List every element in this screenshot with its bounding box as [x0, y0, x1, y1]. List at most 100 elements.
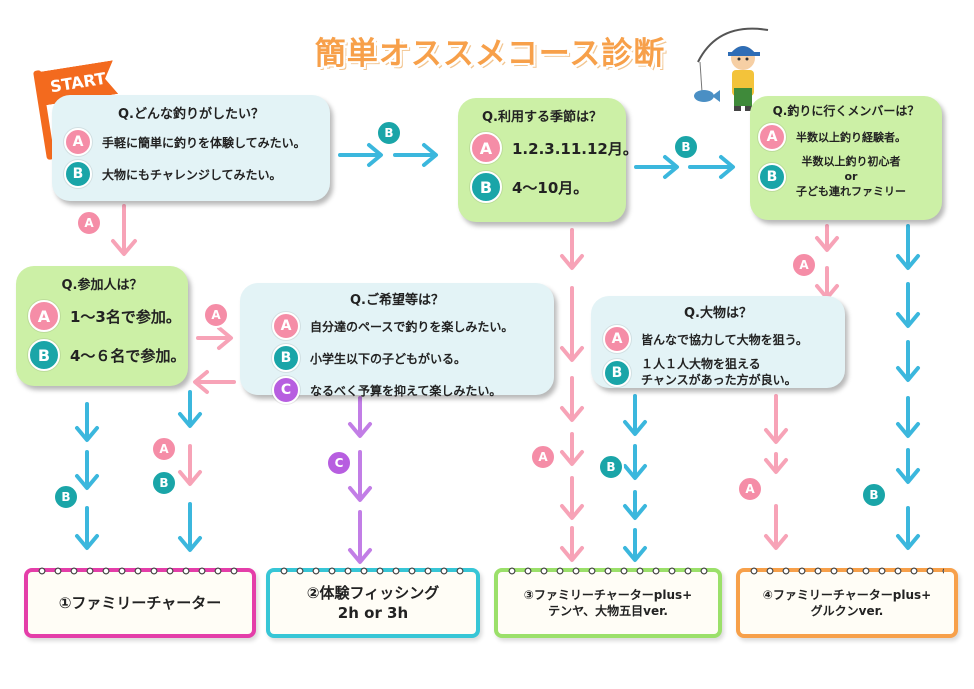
result-card-charter-plus-gurukun: ④ファミリーチャーターplus+ グルクンver.	[736, 564, 958, 638]
option-b-text: １人１人大物を狙える チャンスがあった方が良い。	[641, 357, 797, 388]
option-b-line: or	[844, 169, 858, 183]
path-badge-c: C	[326, 450, 352, 476]
question-title: Q.釣りに行くメンバーは？	[772, 104, 920, 118]
notebook-rings	[750, 564, 944, 578]
notebook-rings	[280, 564, 466, 578]
arrow-q5c-to-r2	[348, 396, 372, 564]
result-line: 2h or 3h	[337, 604, 409, 622]
option-b-line: 子ども連れファミリー	[796, 184, 906, 198]
option-a-badge: A	[603, 325, 631, 353]
option-a-text: 自分達のペースで釣りを楽しみたい。	[310, 319, 514, 334]
arrow-q5b-to-r1	[178, 390, 202, 552]
option-a-text: 皆んなで協力して大物を狙う。	[641, 332, 808, 347]
result-card-family-charter: ①ファミリーチャーター	[24, 564, 256, 638]
path-badge-b: B	[376, 120, 402, 146]
option-a: A 1～3名で参加。	[28, 300, 181, 332]
result-card-fishing-experience: ②体験フィッシング 2h or 3h	[266, 564, 480, 638]
arrow-q3-to-r4	[896, 224, 920, 550]
result-line: グルクンver.	[810, 604, 884, 618]
path-badge-b: B	[598, 454, 624, 480]
notebook-rings	[38, 564, 242, 578]
option-b-text: 半数以上釣り初心者 or 子ども連れファミリー	[796, 155, 906, 200]
option-b-badge: B	[64, 160, 92, 188]
page-title: 簡単オススメコース診断	[314, 36, 666, 72]
option-b-badge: B	[28, 339, 60, 371]
option-b-line: 半数以上釣り初心者	[801, 155, 901, 168]
option-a: A 半数以上釣り経験者。	[758, 123, 934, 151]
notebook-rings	[508, 564, 708, 578]
option-b: B 大物にもチャレンジしてみたい。	[64, 160, 318, 188]
path-badge-a: A	[737, 476, 763, 502]
arrow-q3-to-q6	[815, 224, 839, 300]
path-badge-b: B	[151, 470, 177, 496]
option-b-text: 大物にもチャレンジしてみたい。	[102, 167, 282, 182]
option-b-text: 4～10月。	[512, 178, 589, 197]
arrow-q4-to-q5	[196, 326, 233, 350]
option-a-text: 半数以上釣り経験者。	[796, 131, 906, 144]
option-b: B １人１人大物を狙える チャンスがあった方が良い。	[603, 357, 833, 388]
option-b-line: １人１人大物を狙える	[641, 357, 761, 371]
result-line: ④ファミリーチャーターplus+	[762, 587, 932, 602]
option-a-badge: A	[758, 123, 786, 151]
arrow-q1-to-q2	[338, 143, 438, 167]
result-card-charter-plus-tenya: ③ファミリーチャーターplus+ テンヤ、大物五目ver.	[494, 564, 722, 638]
arrow-q6-to-r4	[764, 394, 788, 550]
option-a-text: 1.2.3.11.12月。	[512, 139, 638, 158]
option-b-badge: B	[272, 344, 300, 372]
option-b-text: 4～６名で参加。	[70, 346, 186, 365]
arrow-q2-to-q3	[634, 155, 735, 179]
question-box-members: Q.釣りに行くメンバーは？ A 半数以上釣り経験者。 B 半数以上釣り初心者 o…	[750, 96, 942, 220]
arrow-q6-to-r3	[623, 394, 647, 562]
path-badge-b: B	[673, 134, 699, 160]
path-badge-a: A	[151, 436, 177, 462]
question-box-activity: Q.どんな釣りがしたい？ A 手軽に簡単に釣りを体験してみたい。 B 大物にもチ…	[52, 95, 330, 201]
option-b-badge: B	[758, 163, 786, 192]
arrow-q4-to-r1	[75, 402, 99, 550]
option-b-badge: B	[470, 171, 502, 203]
question-title: Q.どんな釣りがしたい？	[118, 107, 264, 122]
option-b: B 4～10月。	[470, 171, 614, 203]
option-c: C なるべく予算を抑えて楽しみたい。	[254, 376, 540, 404]
question-box-big-fish: Q.大物は？ A 皆んなで協力して大物を狙う。 B １人１人大物を狙える チャン…	[591, 296, 845, 388]
path-badge-a: A	[791, 252, 817, 278]
option-a-badge: A	[272, 312, 300, 340]
result-line: ①ファミリーチャーター	[58, 593, 222, 612]
option-a: A 皆んなで協力して大物を狙う。	[603, 325, 833, 353]
option-a-badge: A	[64, 128, 92, 156]
question-title: Q.大物は？	[684, 306, 752, 321]
question-title: Q.利用する季節は？	[482, 110, 602, 125]
option-a-badge: A	[470, 132, 502, 164]
path-badge-b: B	[861, 482, 887, 508]
fisherman-illustration	[694, 27, 769, 111]
question-title: Q.参加人は？	[61, 278, 143, 293]
arrow-q1-to-q4	[111, 204, 137, 256]
path-badge-a: A	[203, 302, 229, 328]
result-line: テンヤ、大物五目ver.	[548, 604, 668, 618]
option-b: B 小学生以下の子どもがいる。	[254, 344, 540, 372]
option-c-text: なるべく予算を抑えて楽しみたい。	[310, 383, 502, 398]
option-b-badge: B	[603, 358, 631, 387]
option-a: A 1.2.3.11.12月。	[470, 132, 638, 164]
option-a: A 自分達のペースで釣りを楽しみたい。	[254, 312, 540, 340]
question-box-preferences: Q.ご希望等は？ A 自分達のペースで釣りを楽しみたい。 B 小学生以下の子ども…	[240, 283, 554, 404]
path-badge-b: B	[53, 484, 79, 510]
option-a-badge: A	[28, 300, 60, 332]
option-b: B 4～６名で参加。	[28, 339, 185, 371]
result-line: ②体験フィッシング	[306, 583, 440, 602]
option-c-badge: C	[272, 376, 300, 404]
path-badge-a: A	[76, 210, 102, 236]
arrow-q5a-to-r1	[178, 444, 202, 486]
option-b-text: 小学生以下の子どもがいる。	[310, 351, 467, 366]
option-a-text: 手軽に簡単に釣りを体験してみたい。	[102, 135, 306, 150]
path-badge-a: A	[530, 444, 556, 470]
question-box-participants: Q.参加人は？ A 1～3名で参加。 B 4～６名で参加。	[16, 266, 188, 386]
option-a: A 手軽に簡単に釣りを体験してみたい。	[64, 128, 318, 156]
question-box-season: Q.利用する季節は？ A 1.2.3.11.12月。 B 4～10月。	[458, 98, 638, 222]
option-b: B 半数以上釣り初心者 or 子ども連れファミリー	[758, 155, 934, 200]
option-a-text: 1～3名で参加。	[70, 307, 181, 326]
result-line: ③ファミリーチャーターplus+	[523, 587, 693, 602]
option-b-line: チャンスがあった方が良い。	[641, 372, 797, 387]
arrow-q5-back-to-r1	[193, 370, 236, 394]
arrow-q2-to-r3	[560, 228, 584, 562]
